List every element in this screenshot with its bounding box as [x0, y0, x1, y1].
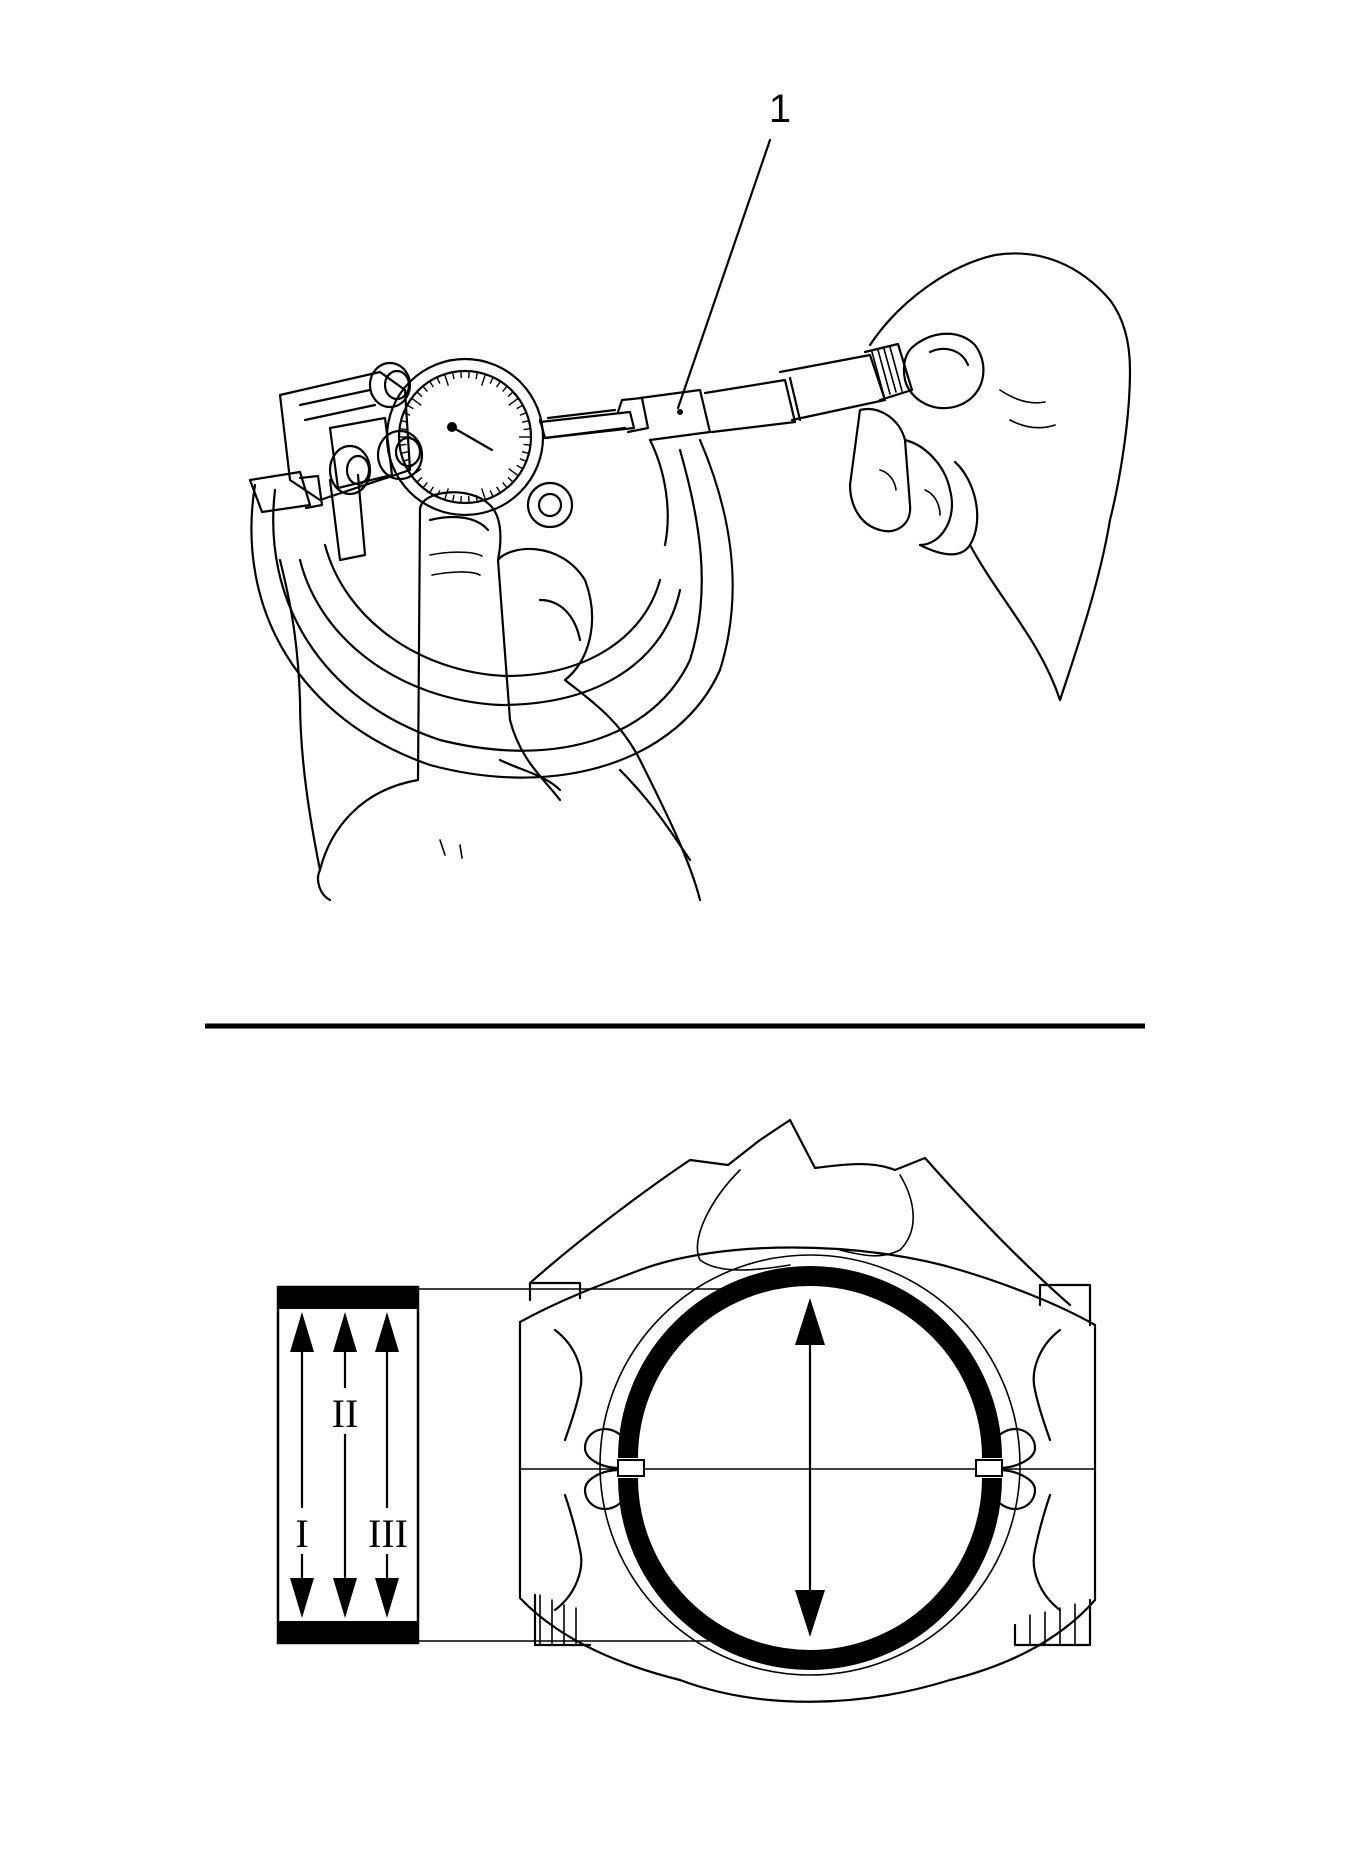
dial-tick	[429, 486, 434, 494]
dial-tick	[523, 443, 531, 446]
right-hand	[848, 252, 1132, 702]
dial-tick	[451, 494, 455, 502]
dial-tick	[422, 385, 428, 392]
bearing-illustration: I II III	[276, 1118, 1097, 1703]
dial-tick	[422, 482, 428, 489]
dial-tick	[443, 488, 449, 500]
dial-tick	[475, 372, 479, 380]
dial-tick	[400, 419, 409, 424]
dial-tick	[399, 443, 407, 446]
dial-tick	[502, 385, 508, 392]
dial-tick	[507, 391, 514, 398]
dial-tick	[489, 490, 494, 498]
dial-tick	[436, 376, 441, 384]
dial-tick	[406, 404, 414, 410]
connecting-rod-icon	[518, 1118, 1097, 1703]
dial-tick	[521, 450, 530, 455]
dial-tick	[519, 458, 527, 462]
measurement-illustration: 1	[248, 87, 1132, 902]
dial-tick	[519, 412, 527, 416]
dial-tick	[496, 380, 501, 388]
dial-tick	[403, 412, 411, 416]
left-hand	[278, 491, 702, 902]
dial-tick	[481, 488, 487, 500]
dial-tick	[451, 372, 455, 380]
dial-tick	[481, 374, 487, 386]
dial-tick	[507, 476, 514, 483]
dial-tick	[416, 391, 423, 398]
dial-gauge-icon	[278, 357, 627, 562]
dial-tick	[508, 397, 519, 406]
dial-tick	[516, 464, 524, 470]
dimension-arrows	[290, 1312, 399, 1618]
micrometer-icon	[248, 138, 914, 779]
dial-tick	[411, 468, 422, 477]
dial-tick	[411, 397, 422, 406]
dial-tick	[516, 404, 524, 410]
dial-tick	[429, 380, 434, 388]
dial-tick	[443, 374, 449, 386]
dial-tick	[502, 482, 508, 489]
dimension-label-ii: II	[332, 1391, 359, 1436]
dial-tick	[489, 376, 494, 384]
dimension-label-iii: III	[368, 1511, 408, 1556]
dial-tick	[496, 486, 501, 494]
bearing-insert-side: I II III	[276, 1285, 753, 1645]
dial-tick	[399, 428, 407, 431]
dial-tick	[400, 450, 409, 455]
dial-tick	[521, 419, 530, 424]
dial-tick	[523, 428, 531, 431]
dimension-label-i: I	[295, 1511, 308, 1556]
dial-tick	[416, 476, 423, 483]
dial-tick	[406, 464, 414, 470]
dial-tick	[508, 468, 519, 477]
dial-tick	[403, 458, 411, 462]
callout-1-label: 1	[769, 87, 791, 131]
